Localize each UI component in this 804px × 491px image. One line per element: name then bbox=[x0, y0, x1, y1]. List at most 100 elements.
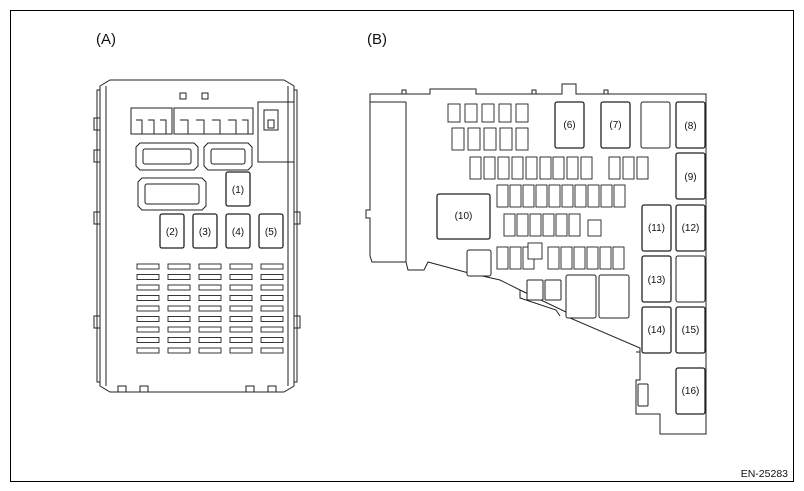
mini-fuse bbox=[136, 326, 160, 333]
fuse-box-b: (6) (7) (8) (9) (10) (11) (12) (13) (14)… bbox=[365, 83, 707, 435]
relay-10 bbox=[436, 193, 491, 240]
fuse-11 bbox=[641, 204, 672, 252]
mini-fuse bbox=[497, 156, 510, 180]
mini-fuse bbox=[136, 347, 160, 354]
mini-fuse bbox=[136, 337, 160, 343]
mini-fuse bbox=[136, 263, 160, 270]
mini-fuse bbox=[515, 127, 529, 151]
fuse-14 bbox=[641, 306, 672, 354]
relay-7 bbox=[600, 101, 631, 149]
relay-large-a bbox=[565, 274, 597, 319]
mini-fuse bbox=[198, 274, 222, 280]
mini-fuse bbox=[260, 316, 284, 322]
fuse-5 bbox=[258, 213, 284, 249]
fuse-11-label: (11) bbox=[648, 223, 665, 234]
mini-fuse bbox=[198, 295, 222, 301]
mini-fuse bbox=[608, 156, 621, 180]
mini-fuse bbox=[622, 156, 635, 180]
mini-fuse bbox=[451, 127, 465, 151]
mini-fuse bbox=[498, 103, 512, 123]
fuse-8 bbox=[675, 101, 706, 149]
mini-fuse bbox=[198, 284, 222, 291]
fuse-9 bbox=[675, 152, 706, 200]
mini-fuse bbox=[260, 263, 284, 270]
mini-fuse bbox=[260, 274, 284, 280]
mini-fuse bbox=[447, 103, 461, 123]
mini-fuse bbox=[136, 316, 160, 322]
mini-fuse bbox=[229, 316, 253, 322]
relay-small-b bbox=[526, 279, 544, 301]
mini-fuse bbox=[483, 156, 496, 180]
mini-fuse bbox=[566, 156, 579, 180]
mini-fuse bbox=[515, 103, 529, 123]
small-clip bbox=[637, 383, 649, 407]
mini-fuse bbox=[587, 219, 602, 237]
mini-fuse bbox=[503, 213, 516, 237]
mini-fuse bbox=[548, 184, 561, 208]
mini-fuse-grid bbox=[136, 263, 284, 354]
mini-fuse bbox=[469, 156, 482, 180]
mini-fuse bbox=[260, 326, 284, 333]
mini-fuse bbox=[229, 263, 253, 270]
mini-fuse bbox=[136, 305, 160, 312]
mini-fuse bbox=[496, 184, 509, 208]
mini-fuse-cluster bbox=[447, 103, 649, 270]
mini-fuse bbox=[167, 274, 191, 280]
fuse-16-label: (16) bbox=[682, 386, 700, 397]
figure-code: EN-25283 bbox=[740, 468, 788, 480]
mini-fuse bbox=[511, 156, 524, 180]
mini-fuse bbox=[136, 284, 160, 291]
fuse-box-a: (1) (2) (3) (4) (5) bbox=[93, 79, 301, 393]
fuse-12-label: (12) bbox=[682, 223, 700, 234]
mini-fuse bbox=[560, 246, 573, 270]
mini-fuse bbox=[509, 246, 522, 270]
fuse-15-label: (15) bbox=[682, 325, 700, 336]
mini-fuse bbox=[481, 103, 495, 123]
fuse-1 bbox=[225, 171, 251, 207]
fuse-9-label: (9) bbox=[684, 172, 696, 183]
mini-fuse bbox=[167, 295, 191, 301]
mini-fuse bbox=[568, 213, 581, 237]
mini-fuse bbox=[483, 127, 497, 151]
fuse-4 bbox=[225, 213, 251, 249]
mini-fuse bbox=[499, 127, 513, 151]
fuse-12 bbox=[675, 204, 706, 252]
mini-fuse bbox=[516, 213, 529, 237]
mini-fuse bbox=[525, 156, 538, 180]
mini-fuse bbox=[496, 246, 509, 270]
mini-fuse bbox=[613, 184, 626, 208]
mini-fuse bbox=[260, 347, 284, 354]
mini-fuse bbox=[552, 156, 565, 180]
mini-fuse bbox=[229, 347, 253, 354]
blank-slot bbox=[640, 101, 671, 149]
mini-fuse bbox=[542, 213, 555, 237]
mini-fuse bbox=[260, 305, 284, 312]
relay-small-c bbox=[544, 279, 562, 301]
mini-fuse bbox=[167, 337, 191, 343]
mini-fuse bbox=[136, 295, 160, 301]
mini-fuse bbox=[467, 127, 481, 151]
fuse-3-label: (3) bbox=[199, 227, 211, 238]
mini-fuse bbox=[198, 347, 222, 354]
mini-fuse bbox=[535, 184, 548, 208]
mini-fuse bbox=[547, 246, 560, 270]
mini-fuse bbox=[229, 305, 253, 312]
fuse-2-label: (2) bbox=[166, 227, 178, 238]
mini-fuse bbox=[529, 213, 542, 237]
view-b-label: (B) bbox=[367, 31, 387, 48]
fuse-1-label: (1) bbox=[232, 185, 244, 196]
mini-fuse bbox=[229, 284, 253, 291]
fuse-3 bbox=[192, 213, 218, 249]
fuse-13-label: (13) bbox=[648, 275, 666, 286]
mini-fuse bbox=[573, 246, 586, 270]
fuse-15 bbox=[675, 306, 706, 354]
mini-fuse bbox=[198, 316, 222, 322]
mini-fuse bbox=[198, 263, 222, 270]
mini-fuse bbox=[167, 326, 191, 333]
mini-fuse bbox=[260, 284, 284, 291]
mini-fuse bbox=[229, 337, 253, 343]
mini-fuse bbox=[586, 246, 599, 270]
fuse-16 bbox=[675, 367, 706, 415]
mini-fuse bbox=[522, 184, 535, 208]
